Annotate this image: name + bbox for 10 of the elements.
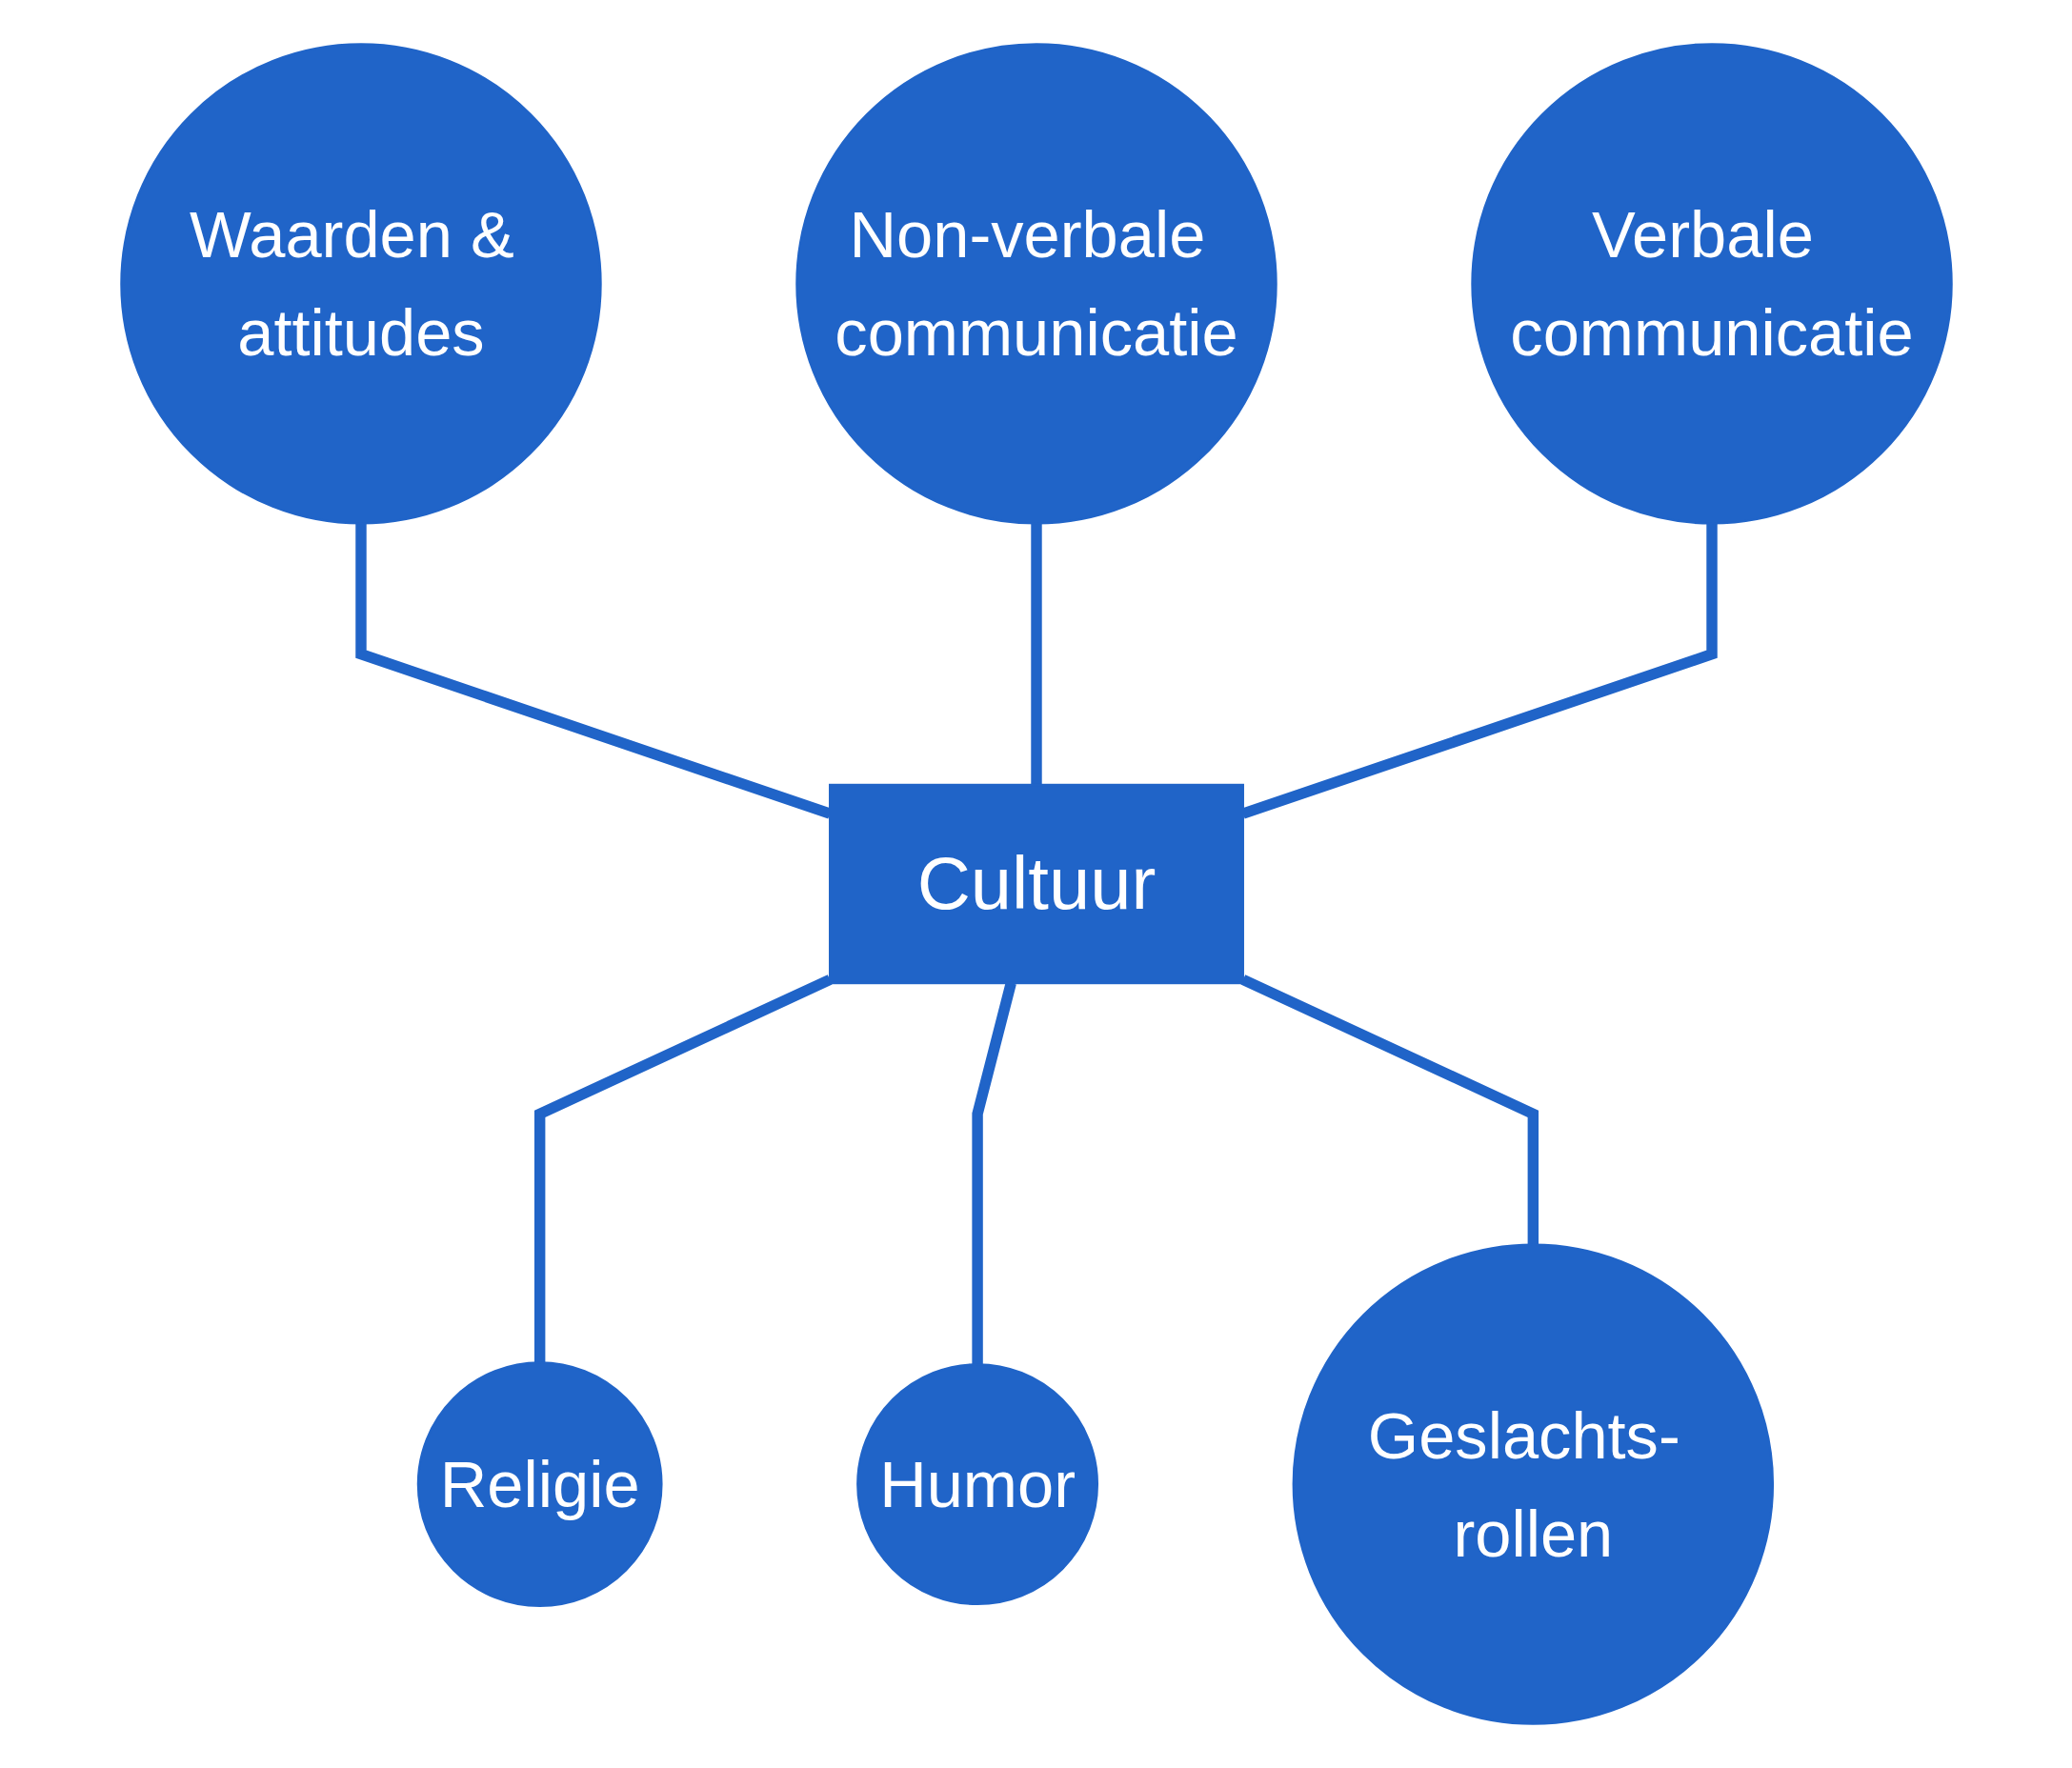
node-circle: Waarden & attitudes: [119, 43, 602, 525]
node-box: Cultuur: [828, 783, 1244, 985]
connector: [1239, 974, 1539, 1245]
node-circle: Verbale communicatie: [1470, 43, 1953, 525]
connector: [533, 974, 833, 1363]
node-circle: Religie: [416, 1361, 663, 1607]
node-circle: Non-verbale communicatie: [795, 43, 1277, 525]
node-circle: Geslachts- rollen: [1292, 1243, 1774, 1725]
connector: [1030, 523, 1042, 785]
node-circle: Humor: [855, 1363, 1098, 1606]
